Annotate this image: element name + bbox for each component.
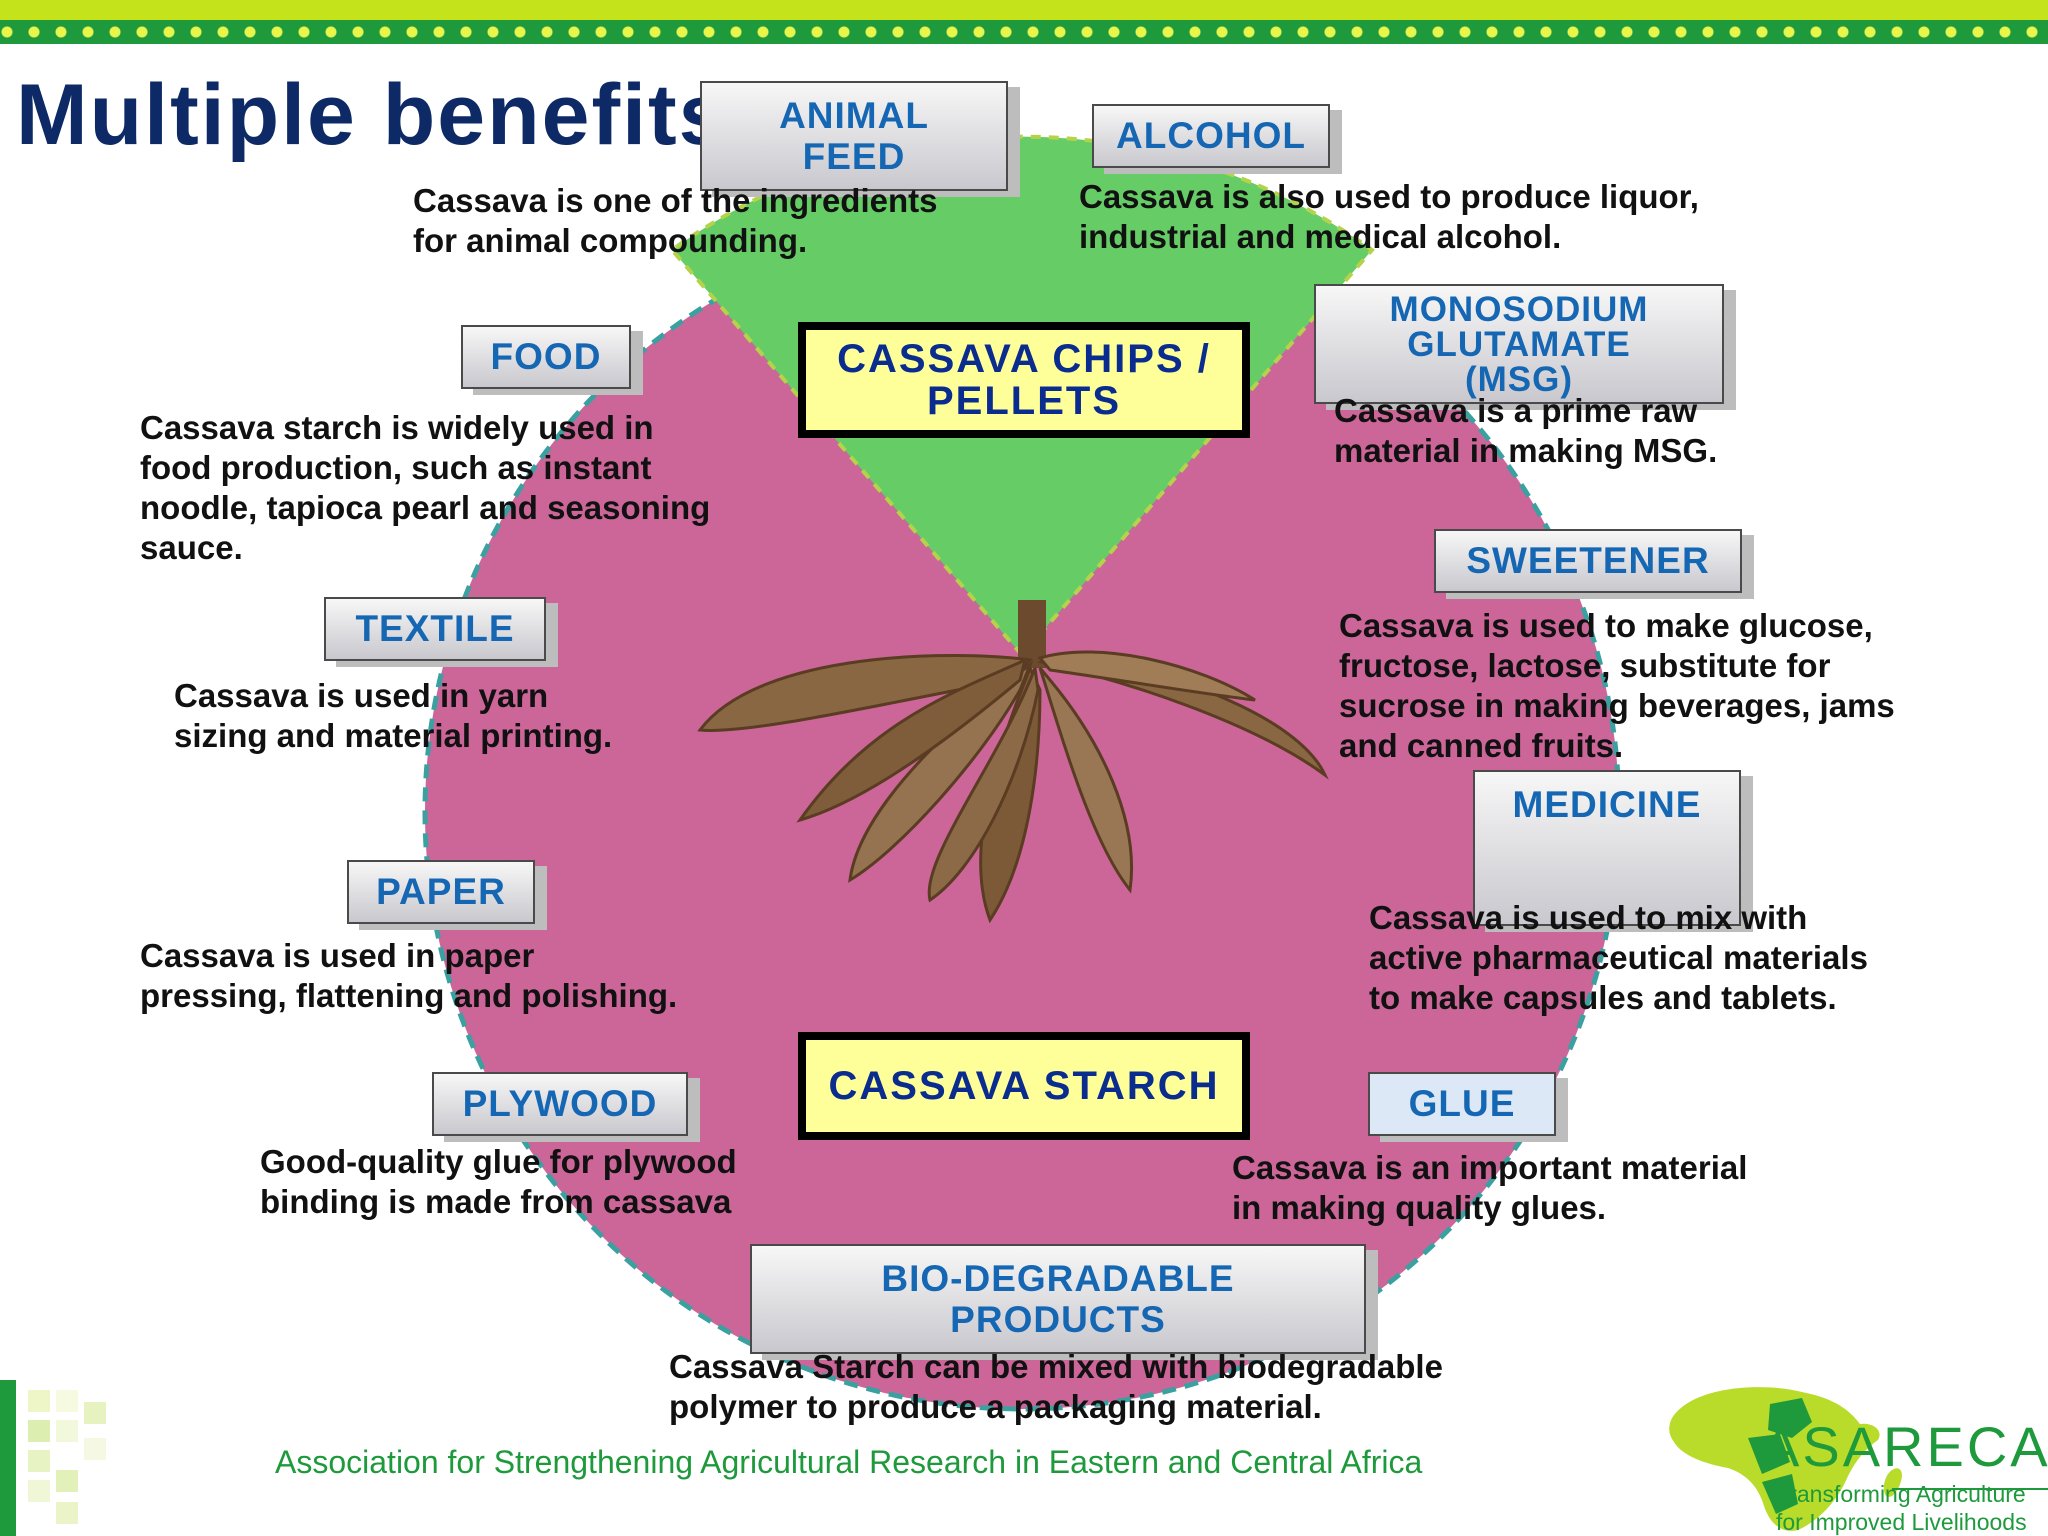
footer-mosaic-squares	[28, 1390, 106, 1524]
africa-map-icon	[1669, 1387, 2048, 1531]
desc-sweetener: Cassava is used to make glucose, fructos…	[1339, 607, 1895, 764]
footer-organization: Association for Strengthening Agricultur…	[275, 1444, 1423, 1480]
desc-msg: Cassava is a prime raw material in makin…	[1334, 392, 1718, 469]
label-alcohol: ALCOHOL	[1092, 104, 1330, 168]
logo-name: ASARECA	[1762, 1415, 2048, 1478]
desc-textile: Cassava is used in yarn sizing and mater…	[174, 677, 613, 754]
top-band-lime-stripe	[0, 0, 2048, 20]
desc-food: Cassava starch is widely used in food pr…	[140, 409, 711, 566]
desc-glue: Cassava is an important material in maki…	[1232, 1149, 1748, 1226]
label-glue: GLUE	[1368, 1072, 1556, 1136]
desc-alcohol: Cassava is also used to produce liquor, …	[1079, 178, 1699, 255]
desc-plywood: Good-quality glue for plywood binding is…	[260, 1143, 737, 1220]
label-animal-feed: ANIMAL FEED	[700, 81, 1008, 191]
center-box-starch: CASSAVA STARCH	[798, 1032, 1250, 1140]
label-plywood: PLYWOOD	[432, 1072, 688, 1136]
label-textile: TEXTILE	[324, 597, 546, 661]
logo-tagline: Transforming Agriculture for Improved Li…	[1776, 1481, 2027, 1535]
desc-paper: Cassava is used in paper pressing, flatt…	[140, 937, 678, 1014]
label-food: FOOD	[461, 325, 631, 389]
label-medicine: MEDICINE	[1473, 770, 1741, 926]
desc-animal-feed: Cassava is one of the ingredients for an…	[413, 182, 938, 259]
label-msg: MONOSODIUM GLUTAMATE (MSG)	[1314, 284, 1724, 404]
center-box-chips: CASSAVA CHIPS / PELLETS	[798, 322, 1250, 438]
label-sweetener: SWEETENER	[1434, 529, 1742, 593]
footer-mosaic-decoration	[0, 1380, 130, 1536]
desc-medicine: Cassava is used to mix with active pharm…	[1369, 899, 1868, 1016]
top-decorative-band	[0, 0, 2048, 46]
label-biodegradable: BIO-DEGRADABLE PRODUCTS	[750, 1244, 1366, 1354]
footer-mosaic-bar	[0, 1380, 16, 1536]
desc-biodegradable: Cassava Starch can be mixed with biodegr…	[669, 1348, 1443, 1425]
top-band-dots	[0, 25, 2048, 39]
page-title: Multiple benefits	[16, 67, 729, 163]
cassava-roots-icon	[697, 600, 1329, 924]
label-paper: PAPER	[347, 860, 535, 924]
